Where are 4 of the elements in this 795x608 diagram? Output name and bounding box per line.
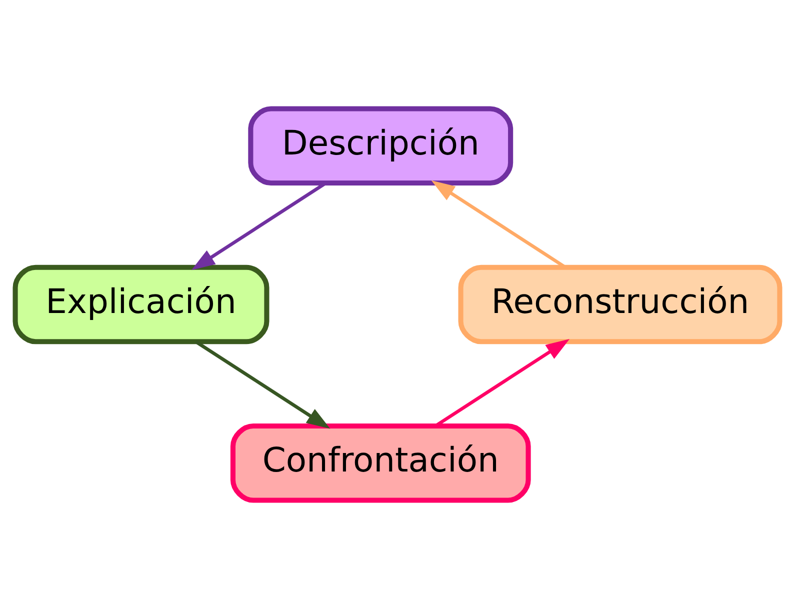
node-box: Confrontación — [230, 422, 531, 502]
node-box: Reconstrucción — [458, 264, 782, 344]
node-box: Descripción — [248, 106, 514, 186]
node-box: Explicación — [12, 264, 270, 344]
